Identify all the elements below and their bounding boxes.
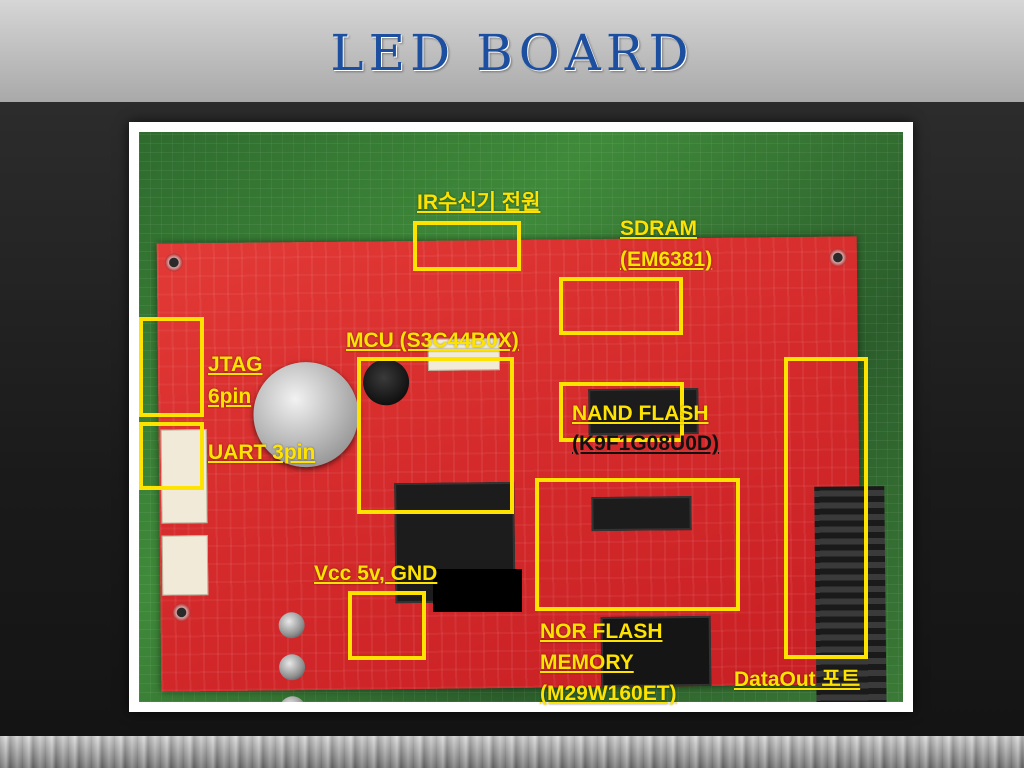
jtag-highlight-box bbox=[139, 317, 204, 417]
uart-highlight-box bbox=[139, 422, 204, 490]
nand-highlight-box bbox=[559, 382, 684, 442]
title-bar: LED BOARD bbox=[0, 0, 1024, 103]
capacitor bbox=[278, 612, 305, 639]
uart-label: UART 3pin bbox=[208, 441, 316, 464]
mount-hole bbox=[828, 248, 847, 267]
jtag-label: JTAG bbox=[208, 353, 263, 376]
nor-flash-label: NOR FLASH bbox=[540, 620, 663, 643]
vcc-label: Vcc 5v, GND bbox=[314, 562, 438, 585]
decorative-bottom-strip bbox=[0, 736, 1024, 768]
uart-connector bbox=[161, 535, 209, 596]
nor-flash-part-label: (M29W160ET) bbox=[540, 682, 677, 705]
capacitor bbox=[279, 696, 306, 702]
sdram-part-label: (EM6381) bbox=[620, 248, 713, 271]
capacitor bbox=[278, 654, 306, 681]
nand-flash-part-label: (K9F1G08U0D) bbox=[572, 432, 720, 455]
jtag-pin-label: 6pin bbox=[208, 385, 252, 408]
ir-power-label: IR수신기 전원 bbox=[417, 191, 541, 214]
dataout-port-label: DataOut 포트 bbox=[734, 668, 861, 691]
slide-title: LED BOARD bbox=[330, 24, 694, 82]
sdram-highlight-box bbox=[559, 277, 683, 335]
dataout-highlight-box bbox=[784, 357, 868, 659]
mount-hole bbox=[164, 253, 183, 272]
mcu-highlight-box bbox=[357, 357, 514, 514]
sdram-label: SDRAM bbox=[620, 217, 697, 240]
black-redaction-box bbox=[433, 569, 522, 612]
mcu-label: MCU (S3C44B0X) bbox=[346, 329, 519, 352]
vcc-highlight-box bbox=[348, 591, 426, 660]
nand-flash-label: NAND FLASH bbox=[572, 402, 709, 425]
nor-flash-memory-label: MEMORY bbox=[540, 651, 634, 674]
nor-flash-highlight-box bbox=[535, 478, 740, 611]
mount-hole bbox=[172, 603, 191, 622]
ir-power-highlight-box bbox=[413, 221, 521, 271]
board-photo-frame bbox=[129, 122, 913, 712]
